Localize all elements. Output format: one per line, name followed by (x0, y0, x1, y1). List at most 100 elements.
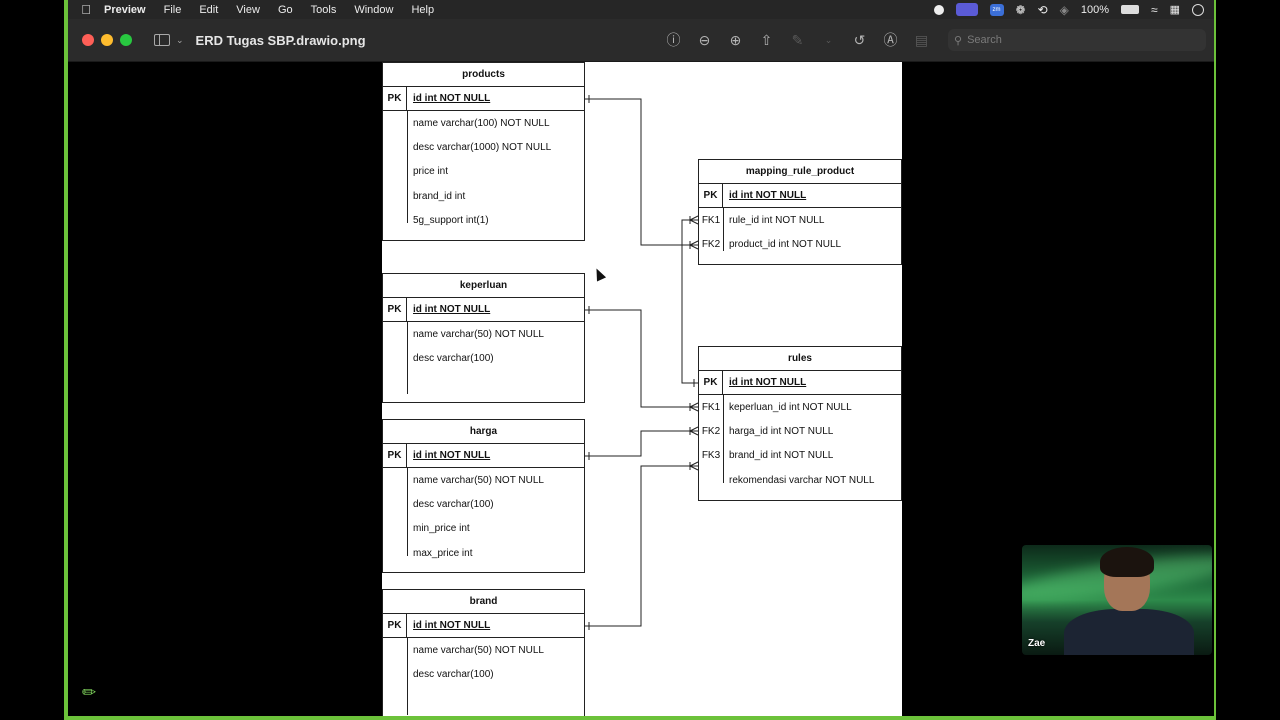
key-label (383, 468, 407, 492)
column-name: 5g_support int(1) (413, 215, 489, 227)
menu-file[interactable]: File (163, 3, 182, 16)
pk-label: PK (383, 614, 407, 637)
column-name: rekomendasi varchar NOT NULL (729, 474, 875, 486)
search-input[interactable]: ⚲ Search (948, 29, 1206, 51)
share-icon[interactable]: ⇧ (760, 31, 773, 48)
key-divider (407, 322, 408, 394)
menu-window[interactable]: Window (354, 3, 394, 16)
column-name: rule_id int NOT NULL (729, 214, 825, 226)
menu-go[interactable]: Go (277, 3, 293, 16)
search-icon: ⚲ (954, 34, 963, 47)
column-row: desc varchar(100) (383, 662, 584, 686)
menu-view[interactable]: View (236, 3, 260, 16)
siri-icon[interactable] (1192, 3, 1204, 16)
participant-name: Zae (1028, 638, 1046, 649)
key-divider (407, 638, 408, 715)
menu-help[interactable]: Help (411, 3, 435, 16)
menu-tools[interactable]: Tools (310, 3, 337, 16)
column-row: 5g_support int(1) (383, 209, 584, 233)
control-center-icon[interactable]: ▦ (1169, 4, 1180, 16)
pk-label: PK (383, 298, 407, 321)
vpn-icon[interactable]: ◈ (1059, 2, 1069, 17)
sidebar-toggle-button[interactable]: ⌄ (154, 34, 184, 46)
menu-edit[interactable]: Edit (199, 3, 219, 16)
column-name: name varchar(50) NOT NULL (413, 644, 544, 656)
wifi-icon[interactable]: ≈ (1151, 2, 1158, 17)
form-fill-icon[interactable]: ▤ (914, 31, 929, 48)
apple-icon[interactable]:  (68, 2, 104, 17)
toolbar-tools: ⓘ ⊖ ⊕ ⇧ ✎ ⌄ ↺ Ⓐ ▤ ⚲ Search (665, 29, 1206, 51)
key-label (383, 346, 407, 370)
annotate-pencil-icon[interactable]: ✏ (82, 683, 97, 702)
sync-icon[interactable]: ⟲ (1037, 2, 1048, 17)
markup-chevron-icon[interactable]: ⌄ (824, 34, 833, 45)
record-icon[interactable] (933, 4, 944, 15)
zoom-out-icon[interactable]: ⊖ (698, 31, 711, 48)
relationship-lines (585, 95, 699, 630)
screen-share-icon[interactable] (955, 3, 978, 16)
column-row: price int (383, 160, 584, 184)
key-label: FK1 (701, 401, 721, 413)
column-row: max_price int (383, 541, 584, 565)
column-name: id int NOT NULL (413, 620, 491, 631)
markup-icon[interactable]: ✎ (791, 31, 804, 48)
pk-label: PK (383, 87, 407, 110)
table-title: keperluan (383, 274, 584, 298)
column-row: desc varchar(100) (383, 492, 584, 516)
pk-label: PK (699, 184, 723, 207)
pk-label: PK (383, 444, 407, 467)
menu-preview[interactable]: Preview (104, 3, 146, 16)
column-list: name varchar(100) NOT NULL desc varchar(… (383, 111, 584, 233)
column-row: desc varchar(1000) NOT NULL (383, 135, 584, 159)
key-divider (723, 395, 724, 483)
key-label (383, 160, 407, 184)
column-name: price int (413, 166, 449, 178)
key-label: FK1 (701, 214, 721, 226)
document-canvas[interactable]: products PK id int NOT NULL name varchar(… (68, 62, 1214, 716)
column-row: FK1 rule_id int NOT NULL (699, 208, 901, 232)
window-title: ERD Tugas SBP.drawio.png (195, 32, 366, 48)
minimize-window-button[interactable] (101, 34, 113, 46)
column-name: name varchar(50) NOT NULL (413, 328, 544, 340)
presenter-hair (1100, 547, 1154, 577)
creative-cloud-icon[interactable]: ❁ (1015, 2, 1026, 17)
menu-bar:  Preview File Edit View Go Tools Window… (68, 0, 1214, 19)
table-title: brand (383, 590, 584, 614)
info-icon[interactable]: ⓘ (666, 32, 681, 48)
zoom-icon[interactable]: zm (989, 3, 1004, 16)
search-placeholder: Search (967, 34, 1002, 46)
webcam-video-tile[interactable]: Zae (1022, 545, 1212, 655)
pk-row: PK id int NOT NULL (383, 614, 584, 638)
column-name: desc varchar(100) (413, 353, 494, 365)
key-label (383, 135, 407, 159)
table-title: rules (699, 347, 901, 371)
column-name: desc varchar(1000) NOT NULL (413, 142, 552, 154)
close-window-button[interactable] (82, 34, 94, 46)
column-row: brand_id int (383, 184, 584, 208)
column-row: min_price int (383, 517, 584, 541)
column-name: desc varchar(100) (413, 499, 494, 511)
zoom-in-icon[interactable]: ⊕ (729, 31, 742, 48)
fullscreen-window-button[interactable] (120, 34, 132, 46)
pk-label: PK (699, 371, 723, 394)
menubar-status-area: zm ❁ ⟲ ◈ 100% ≈ ▦ (933, 2, 1215, 17)
erd-table-brand: brand PK id int NOT NULL name varchar(50)… (382, 589, 585, 716)
highlight-icon[interactable]: Ⓐ (883, 32, 898, 48)
share-border-bottom (64, 716, 1216, 720)
column-row: name varchar(50) NOT NULL (383, 468, 584, 492)
battery-icon[interactable] (1121, 5, 1139, 14)
key-label (699, 468, 723, 492)
column-name: name varchar(50) NOT NULL (413, 474, 544, 486)
rotate-icon[interactable]: ↺ (853, 31, 866, 48)
table-title: products (383, 63, 584, 87)
key-divider (407, 111, 408, 223)
